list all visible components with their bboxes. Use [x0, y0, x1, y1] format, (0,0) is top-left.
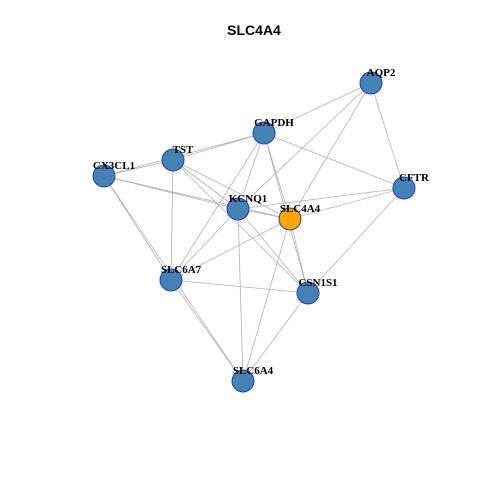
- node-label-slc4a4: SLC4A4: [280, 203, 321, 215]
- edge-kcnq1-cftr: [237, 187, 405, 210]
- edge-tst-slc6a7: [170, 159, 174, 281]
- node-tst[interactable]: [161, 148, 185, 172]
- node-slc6a7[interactable]: [159, 268, 183, 292]
- node-label-aqp2: AQP2: [367, 67, 396, 79]
- node-label-tst: TST: [173, 144, 194, 156]
- node-layer: [92, 71, 416, 393]
- node-cx3cl1[interactable]: [92, 164, 116, 188]
- node-label-slc6a4: SLC6A4: [233, 365, 274, 377]
- node-label-kcnq1: KCNQ1: [229, 193, 268, 205]
- edge-slc6a7-csn1s1: [170, 279, 309, 294]
- node-label-cftr: CFTR: [399, 172, 430, 184]
- edge-gapdh-cx3cl1: [103, 132, 265, 177]
- edge-tst-cx3cl1: [103, 159, 174, 177]
- edge-cftr-csn1s1: [307, 187, 405, 294]
- edge-kcnq1-slc6a7: [170, 208, 239, 281]
- edge-gapdh-cftr: [263, 132, 405, 189]
- edge-slc4a4-slc6a4: [242, 218, 291, 382]
- edge-cx3cl1-slc6a7: [103, 175, 172, 281]
- edge-slc4a4-slc6a7: [170, 218, 291, 281]
- node-label-cx3cl1: CX3CL1: [93, 160, 135, 172]
- node-label-gapdh: GAPDH: [254, 117, 294, 129]
- edge-tst-kcnq1: [172, 159, 239, 210]
- edge-slc6a7-slc6a4: [170, 279, 244, 382]
- edge-tst-slc4a4: [172, 159, 291, 220]
- edge-aqp2-kcnq1: [237, 82, 372, 210]
- node-aqp2[interactable]: [359, 71, 383, 95]
- node-kcnq1[interactable]: [226, 197, 250, 221]
- node-cftr[interactable]: [392, 176, 416, 200]
- node-label-slc6a7: SLC6A7: [161, 264, 202, 276]
- edge-csn1s1-slc6a4: [242, 292, 309, 382]
- edge-layer: [103, 82, 405, 382]
- edge-aqp2-cftr: [370, 82, 405, 189]
- edge-gapdh-tst: [172, 132, 265, 161]
- edge-kcnq1-slc6a4: [237, 208, 244, 382]
- node-slc6a4[interactable]: [231, 369, 255, 393]
- edge-kcnq1-csn1s1: [237, 208, 309, 294]
- edge-aqp2-gapdh: [263, 82, 372, 134]
- edge-cx3cl1-slc4a4: [103, 175, 291, 220]
- node-gapdh[interactable]: [252, 121, 276, 145]
- edge-gapdh-slc6a7: [170, 132, 265, 281]
- node-csn1s1[interactable]: [296, 281, 320, 305]
- edge-aqp2-slc4a4: [289, 82, 372, 220]
- edge-gapdh-kcnq1: [237, 132, 265, 210]
- edge-slc4a4-cftr: [289, 187, 405, 220]
- edge-tst-csn1s1: [172, 159, 309, 294]
- node-label-csn1s1: CSN1S1: [298, 277, 337, 289]
- graph-title: SLC4A4: [227, 22, 281, 38]
- node-slc4a4[interactable]: [278, 207, 302, 231]
- edge-slc4a4-csn1s1: [289, 218, 309, 294]
